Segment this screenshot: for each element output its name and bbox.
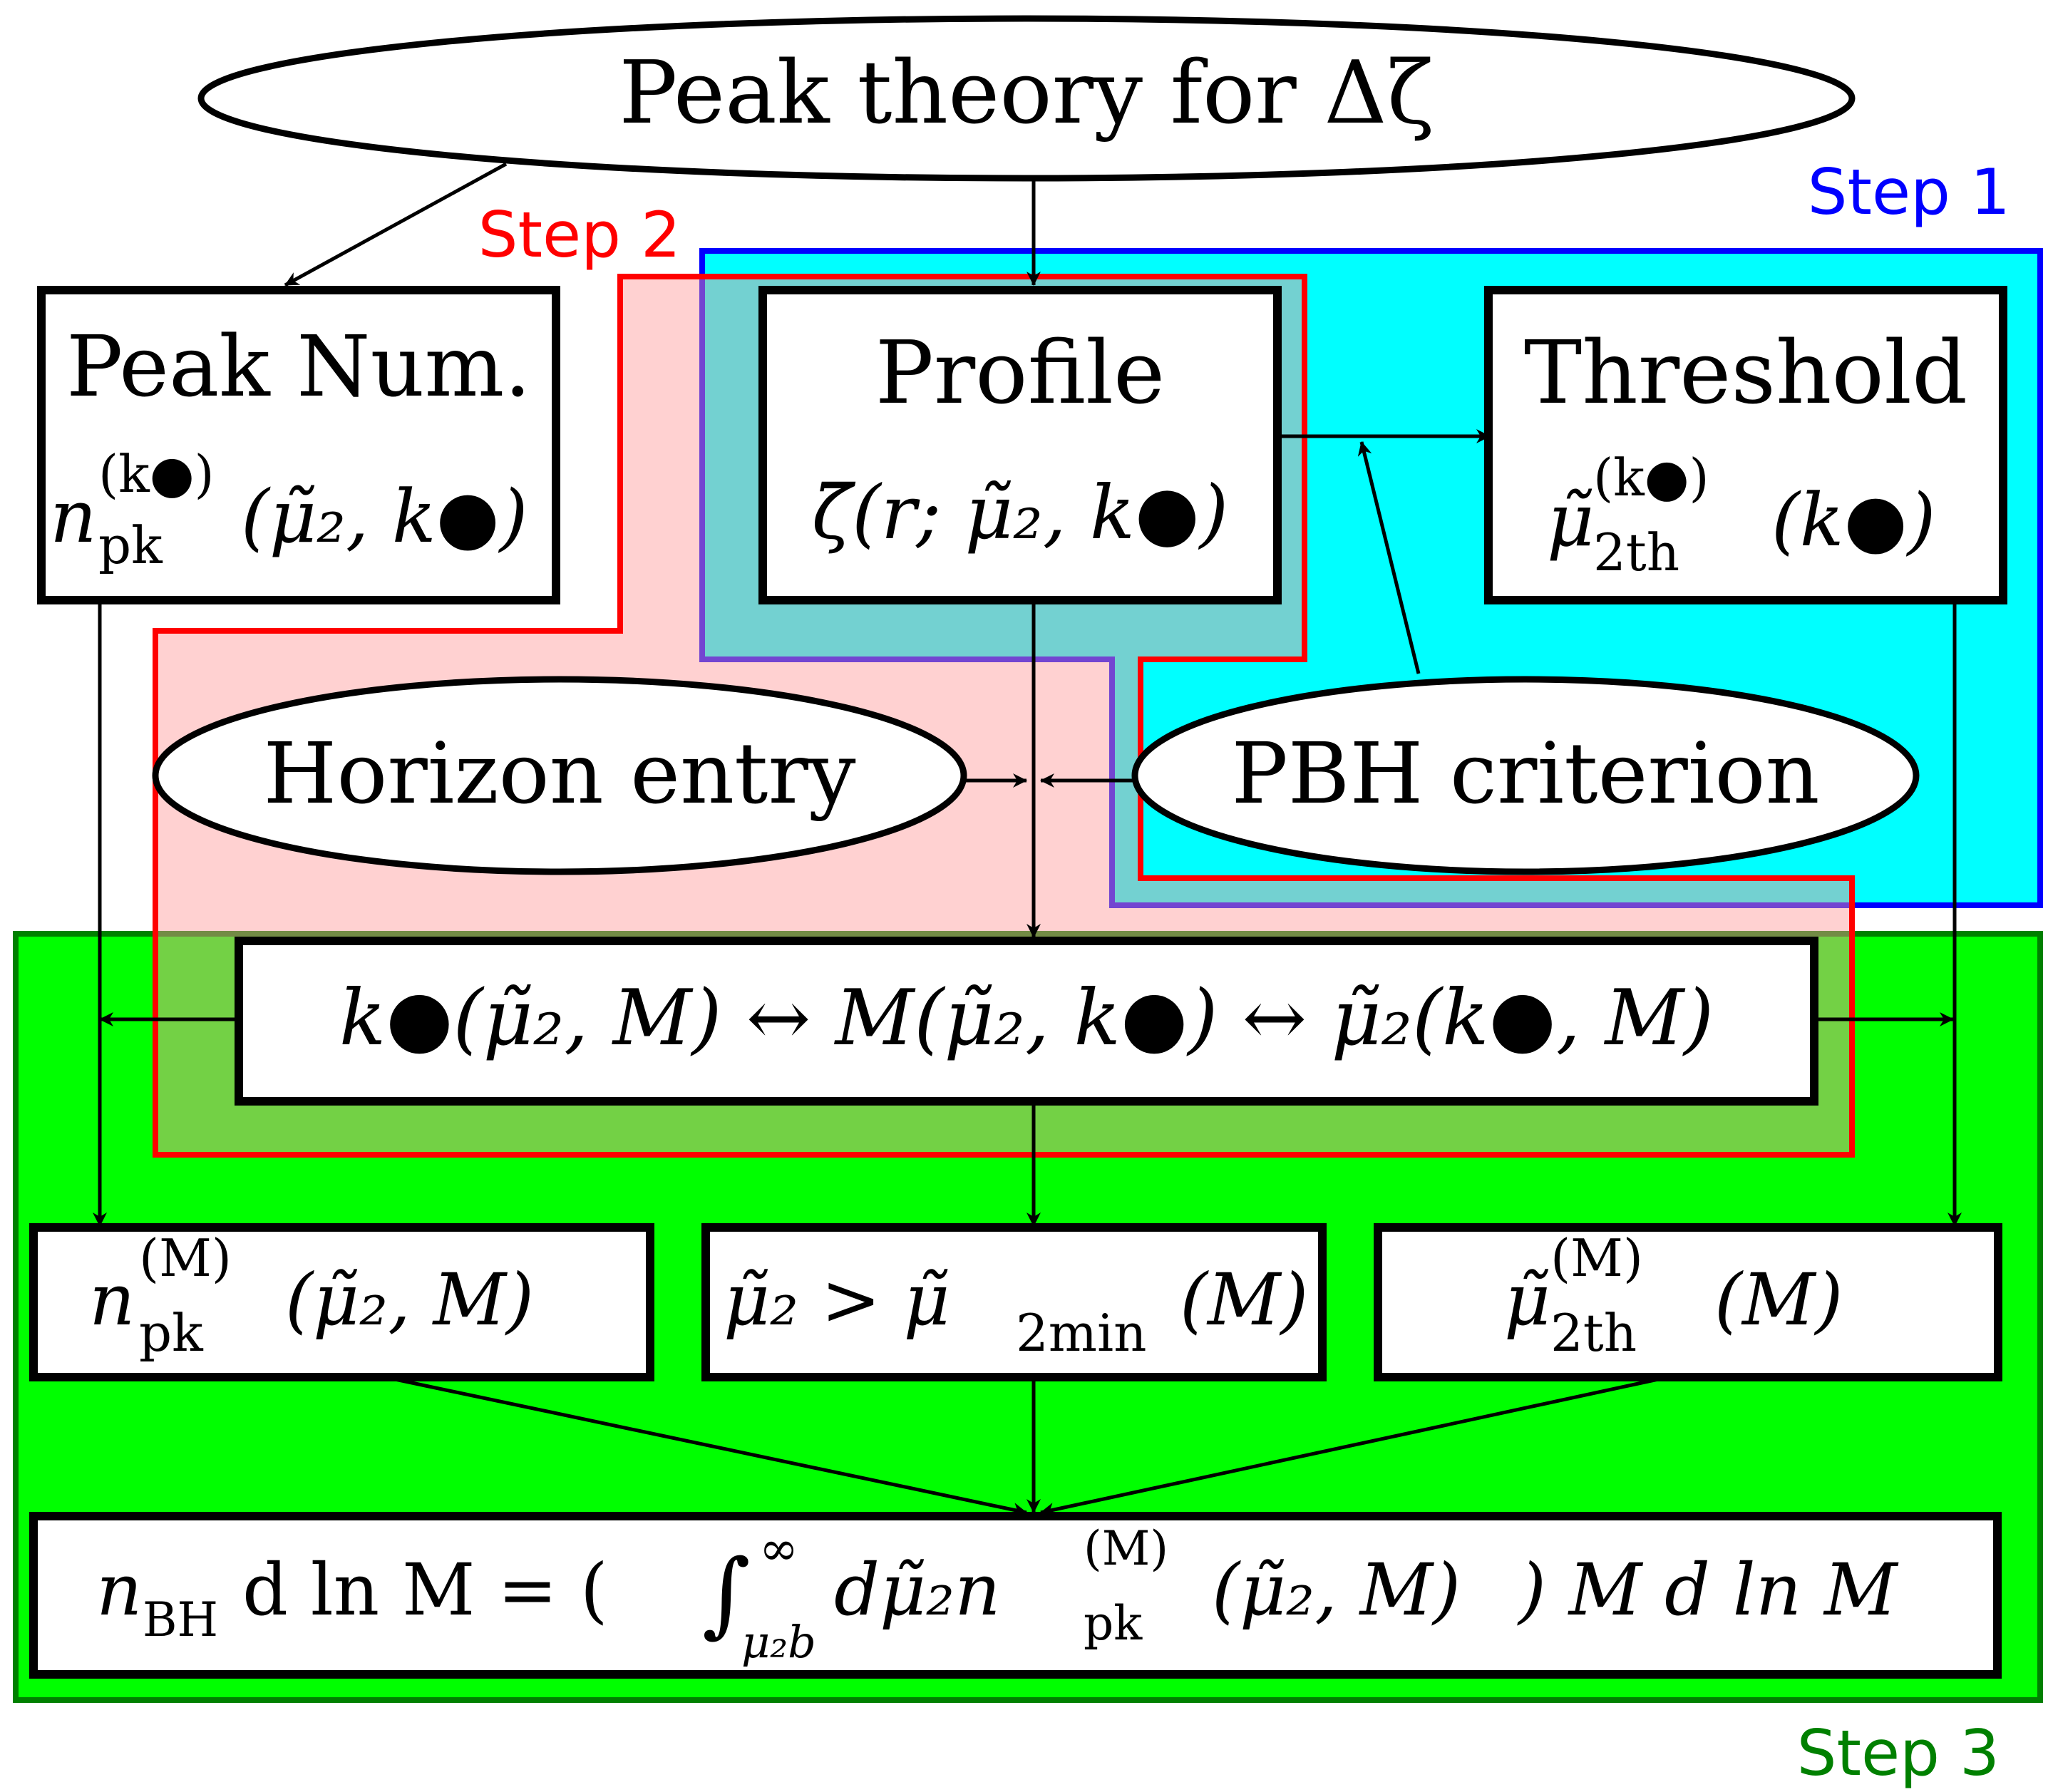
- horizon-entry-text: Horizon entry: [263, 724, 855, 823]
- relation-node: k●(μ̃₂, M) ↔ M(μ̃₂, k●) ↔ μ̃₂(k●, M): [235, 937, 1818, 1106]
- arrow-muth-to-final: [1040, 1375, 1669, 1517]
- title-text: Peak theory for Δζ: [619, 42, 1434, 143]
- peak-num-title: Peak Num.: [66, 317, 531, 416]
- threshold-formula: μ̃ (k●) 2th (k●): [1547, 428, 1935, 588]
- arrow-npk-to-final: [384, 1375, 1027, 1517]
- arrow-pbh-to-threshold-arrow: [1357, 441, 1421, 674]
- profile-title: Profile: [875, 322, 1165, 423]
- arrow-title-to-peaknum: [284, 162, 508, 287]
- threshold-node: Threshold μ̃ (k●) 2th (k●): [1484, 286, 2007, 604]
- npk-m-node: n (M) pk (μ̃₂, M): [29, 1210, 654, 1381]
- mu-th-m-formula: μ̃ (M) 2th (M): [1504, 1210, 1843, 1368]
- step2-region: [153, 274, 1855, 1158]
- step1-label: Step 1: [1808, 155, 2010, 229]
- mu-min-node: μ̃₂ > μ̃ 2min (M): [701, 1223, 1327, 1381]
- npk-m-formula: n (M) pk (μ̃₂, M): [89, 1210, 534, 1368]
- profile-node: Profile ζ̄(r; μ̃₂, k●): [758, 286, 1282, 604]
- final-node: n BH d ln M = ( ∫ ∞ μ₂b dμ̃₂n (M) pk (μ̃…: [29, 1498, 2002, 1679]
- final-formula: n BH d ln M = ( ∫ ∞ μ₂b dμ̃₂n (M) pk (μ̃…: [96, 1498, 1899, 1674]
- title-node: Peak theory for Δζ: [197, 15, 1856, 182]
- relation-formula: k●(μ̃₂, M) ↔ M(μ̃₂, k●) ↔ μ̃₂(k●, M): [339, 974, 1714, 1063]
- pbh-criterion-node: PBH criterion: [1131, 676, 1920, 875]
- mu-min-formula: μ̃₂ > μ̃ 2min (M): [724, 1258, 1308, 1368]
- horizon-entry-node: Horizon entry: [152, 676, 967, 875]
- mu-th-m-node: μ̃ (M) 2th (M): [1374, 1210, 2002, 1381]
- peak-num-node: Peak Num. n (k●) pk (μ̃₂, k●): [37, 286, 560, 604]
- step2-label: Step 2: [478, 198, 681, 272]
- pbh-criterion-text: PBH criterion: [1231, 724, 1819, 823]
- profile-formula: ζ̄(r; μ̃₂, k●): [812, 469, 1229, 556]
- step3-label: Step 3: [1797, 1716, 2000, 1790]
- peak-num-formula: n (k●) pk (μ̃₂, k●): [50, 425, 528, 581]
- threshold-title: Threshold: [1524, 322, 1967, 423]
